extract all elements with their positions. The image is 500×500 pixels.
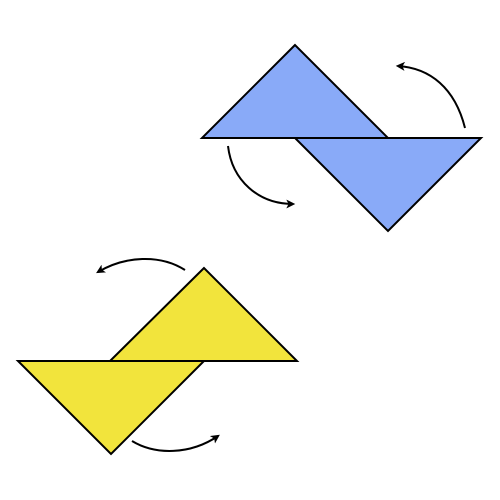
arrow-blue-lower-left [227,145,296,209]
yellow-shape [15,266,300,456]
blue-shape [199,43,484,233]
arrow-blue-upper-right [395,61,466,129]
arrow-yellow-upper-left [96,258,186,274]
blue-triangle-bottom [292,137,484,233]
yellow-triangle-bottom [15,360,207,456]
arrow-yellow-lower-right [131,434,220,452]
yellow-triangle-top [107,266,300,362]
blue-triangle-top [199,43,391,139]
rotation-arrows [96,61,466,452]
